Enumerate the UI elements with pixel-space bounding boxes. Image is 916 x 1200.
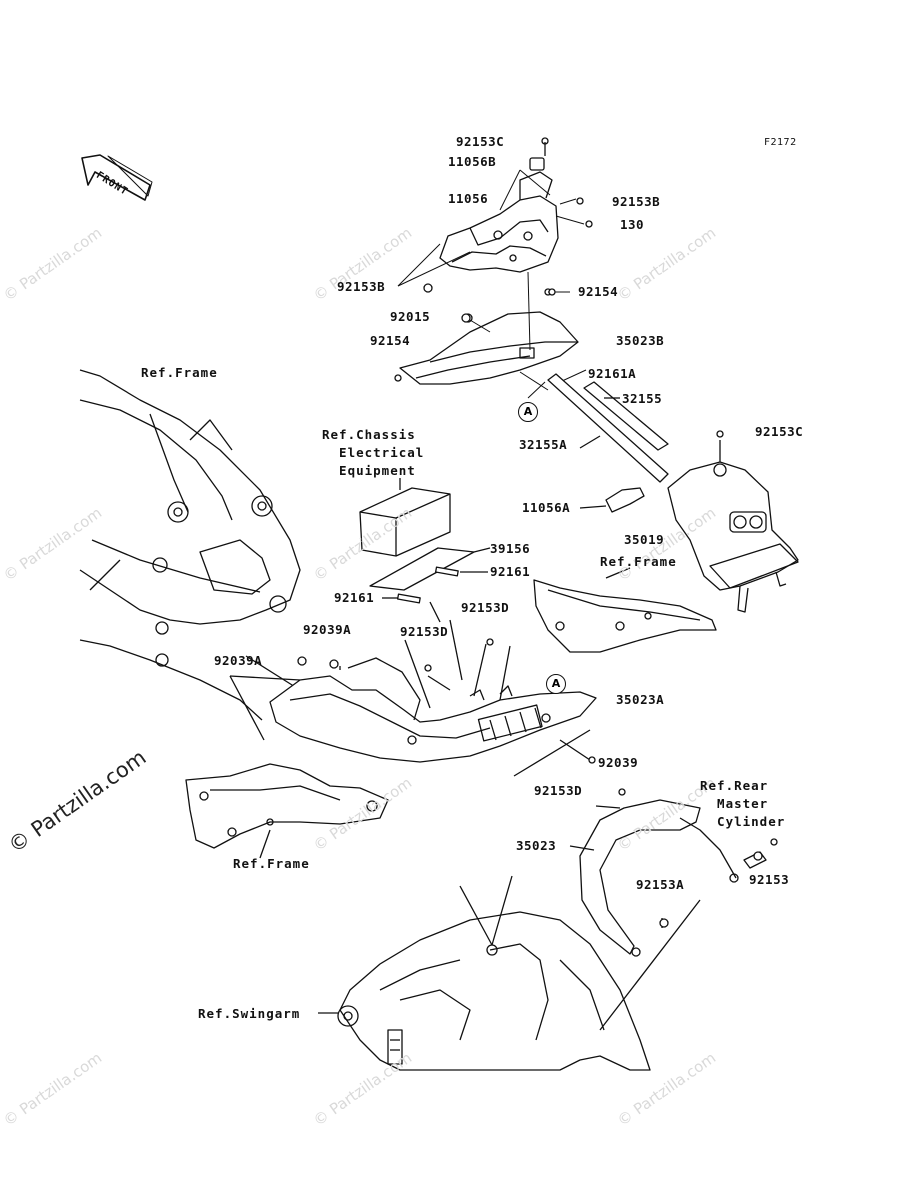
- callout-a: A: [518, 402, 538, 422]
- part-label: 92161: [334, 590, 375, 605]
- part-label: 92015: [390, 309, 431, 324]
- battery-pad-part: [369, 547, 491, 591]
- reference-label: Ref.Frame: [141, 365, 218, 380]
- part-label: 92154: [370, 333, 411, 348]
- rear-bracket-35019-part: [667, 440, 799, 613]
- part-label: 11056A: [522, 500, 571, 515]
- diagram-code: F2172: [764, 137, 797, 148]
- part-label: 92153A: [636, 877, 685, 892]
- reference-label: Ref.Frame: [233, 856, 310, 871]
- reference-label: Ref.Chassis Electrical Equipment: [322, 427, 425, 479]
- top-cover-35023b-part: [394, 288, 579, 385]
- frame-right-part: [533, 567, 717, 653]
- part-label: 39156: [490, 541, 531, 556]
- part-label: 35019: [624, 532, 665, 547]
- swingarm-part: [318, 875, 701, 1071]
- part-label: 92153: [749, 872, 790, 887]
- part-label: 35023A: [616, 692, 665, 707]
- upper-bracket-part: [439, 137, 559, 273]
- clamp-11056a-part: [579, 487, 645, 513]
- callout-a: A: [546, 674, 566, 694]
- strap-92161-parts: [382, 566, 488, 604]
- part-label: 11056: [448, 191, 489, 206]
- frame-left-part: [79, 369, 301, 741]
- part-label: 92153D: [534, 783, 583, 798]
- reference-label: Ref.Frame: [600, 554, 677, 569]
- part-label: 92153C: [755, 424, 804, 439]
- frame-lower-left-part: [185, 763, 389, 859]
- part-label: 92039A: [303, 622, 352, 637]
- part-label: 32155: [622, 391, 663, 406]
- part-label: 92153B: [612, 194, 661, 209]
- part-label: 92039: [598, 755, 639, 770]
- battery-part: [359, 478, 451, 557]
- part-label: 92154: [578, 284, 619, 299]
- part-label: 92153C: [456, 134, 505, 149]
- reference-label: Ref.Rear Master Cylinder: [700, 778, 786, 830]
- part-label: 35023B: [616, 333, 665, 348]
- part-label: 32155A: [519, 437, 568, 452]
- part-label: 11056B: [448, 154, 497, 169]
- part-label: 92161A: [588, 366, 637, 381]
- reference-label: Ref.Swingarm: [198, 1006, 301, 1021]
- part-label: 92161: [490, 564, 531, 579]
- part-label: 35023: [516, 838, 557, 853]
- fastener-icons: [297, 197, 778, 928]
- part-label: 130: [620, 217, 645, 232]
- part-label: 92039A: [214, 653, 263, 668]
- part-label: 92153D: [461, 600, 510, 615]
- part-label: 92153D: [400, 624, 449, 639]
- part-label: 92153B: [337, 279, 386, 294]
- bracket-tubes-part: [547, 373, 669, 483]
- front-arrow-icon: [81, 154, 153, 201]
- undertray-35023a-part: [229, 601, 597, 777]
